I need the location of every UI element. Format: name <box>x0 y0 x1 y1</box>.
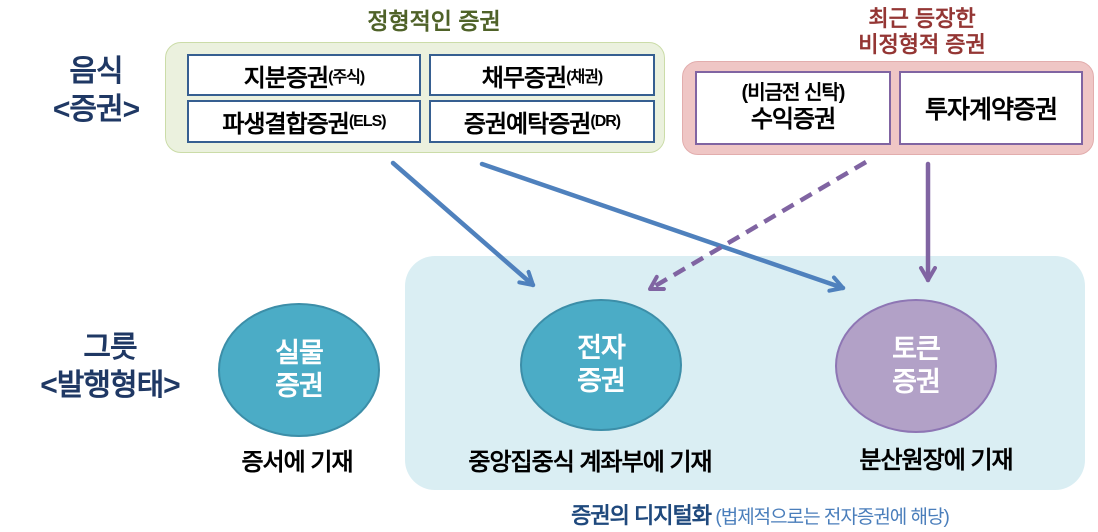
token-securities-line1: 토큰 <box>892 334 941 364</box>
derivative-linked-securities-label: 파생결합증권 <box>222 111 349 138</box>
electronic-securities-circle: 전자 증권 <box>520 299 682 431</box>
token-securities-line2: 증권 <box>892 367 941 397</box>
typical-securities-title: 정형적인 증권 <box>367 8 501 34</box>
atypical-securities-group: (비금전 신탁) 수익증권 투자계약증권 <box>682 61 1094 155</box>
digitalization-footer-bold: 증권의 디지털화 <box>571 503 712 528</box>
debt-securities-sublabel: (채권) <box>566 69 603 86</box>
row-label-issuance-line1: 그릇 <box>83 331 137 364</box>
depositary-receipts-sublabel: (DR) <box>590 112 621 130</box>
token-securities-circle: 토큰 증권 <box>835 299 997 433</box>
row-label-issuance-form: 그릇 <발행형태> <box>10 329 210 405</box>
electronic-securities-line1: 전자 <box>577 333 626 363</box>
row-label-contents: 음식 <증권> <box>16 53 176 129</box>
digitalization-footer: 증권의 디지털화 (법제적으로는 전자증권에 해당) <box>430 498 1090 530</box>
electronic-securities-line2: 증권 <box>577 366 626 396</box>
investment-contract-label: 투자계약증권 <box>924 96 1058 124</box>
digitalization-footer-note: (법제적으로는 전자증권에 해당) <box>715 507 949 528</box>
equity-securities-box: 지분증권(주식) <box>187 54 421 96</box>
equity-securities-sublabel: (주식) <box>328 69 365 86</box>
typical-securities-group: 지분증권(주식) 채무증권(채권) 파생결합증권(ELS) 증권예탁증권(DR) <box>165 42 665 153</box>
derivative-linked-securities-box: 파생결합증권(ELS) <box>187 100 421 143</box>
physical-securities-circle: 실물 증권 <box>218 303 380 437</box>
token-caption: 분산원장에 기재 <box>859 447 1013 474</box>
beneficiary-certificates-box: (비금전 신탁) 수익증권 <box>695 71 891 145</box>
debt-securities-box: 채무증권(채권) <box>429 54 655 96</box>
atypical-securities-title-line1: 최근 등장한 <box>868 6 976 31</box>
atypical-securities-title: 최근 등장한 비정형적 증권 <box>802 6 1042 58</box>
debt-securities-label: 채무증권 <box>481 64 567 92</box>
electronic-caption: 중앙집중식 계좌부에 기재 <box>468 449 712 476</box>
equity-securities-label: 지분증권 <box>243 64 329 92</box>
row-label-contents-line2: <증권> <box>52 93 140 126</box>
depositary-receipts-label: 증권예탁증권 <box>463 111 591 138</box>
derivative-linked-securities-sublabel: (ELS) <box>348 112 387 130</box>
atypical-securities-title-line2: 비정형적 증권 <box>858 32 986 57</box>
beneficiary-certificates-sublabel: (비금전 신탁) <box>741 82 846 105</box>
physical-caption: 증서에 기재 <box>241 449 353 476</box>
physical-securities-line2: 증권 <box>275 371 324 401</box>
physical-securities-line1: 실물 <box>275 338 324 368</box>
beneficiary-certificates-label: 수익증권 <box>750 105 836 133</box>
row-label-contents-line1: 음식 <box>69 55 123 88</box>
row-label-issuance-line2: <발행형태> <box>40 369 180 402</box>
investment-contract-box: 투자계약증권 <box>899 71 1083 145</box>
depositary-receipts-box: 증권예탁증권(DR) <box>429 100 655 143</box>
